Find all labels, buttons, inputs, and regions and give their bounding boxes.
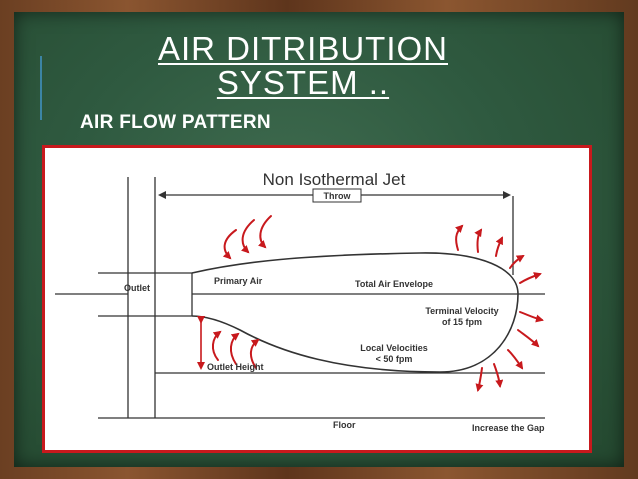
floor-label: Floor [333,420,356,430]
title-line-2: SYSTEM .. [216,64,390,101]
lower-air-arrow-2 [230,332,240,365]
primary-air-arrow-3 [257,215,272,249]
outflow-arrow-9 [493,363,504,388]
jet-envelope [191,252,519,373]
outflow-arrow-6 [519,311,544,323]
total-air-envelope-label: Total Air Envelope [355,279,433,289]
throw-box [312,188,362,203]
diagram-heading: Non Isothermal Jet [263,170,406,189]
lower-air-arrow-3 [250,338,260,369]
primary-air-arrow-1 [222,229,237,260]
increase-gap-label: Increase the Gap [472,423,545,433]
local-velocities-label: Local Velocities [360,343,428,353]
outflow-arrow-8 [507,349,524,370]
slide-title: AIR DITRIBUTION SYSTEM .. [118,32,488,100]
slide-subtitle: AIR FLOW PATTERN [80,112,271,133]
terminal-velocity-value: of 15 fpm [442,317,482,327]
lower-air-arrow-1 [212,330,222,361]
outflow-arrow-10 [475,367,484,392]
primary-air-arrow-2 [240,219,255,254]
outflow-arrow-7 [517,329,540,348]
outlet-label: Outlet [124,283,150,293]
outflow-arrow-5 [519,272,542,284]
terminal-velocity-label: Terminal Velocity [425,306,498,316]
outflow-arrow-2 [474,228,483,253]
primary-air-label: Primary Air [214,276,263,286]
outflow-arrow-1 [454,224,464,251]
outflow-arrow-4 [509,254,525,269]
throw-label: Throw [324,191,352,201]
title-line-1: AIR DITRIBUTION [157,30,448,67]
outlet-height-label: Outlet Height [207,362,264,372]
local-velocities-value: < 50 fpm [376,354,413,364]
accent-line [40,56,42,120]
outflow-arrow-3 [495,236,503,257]
